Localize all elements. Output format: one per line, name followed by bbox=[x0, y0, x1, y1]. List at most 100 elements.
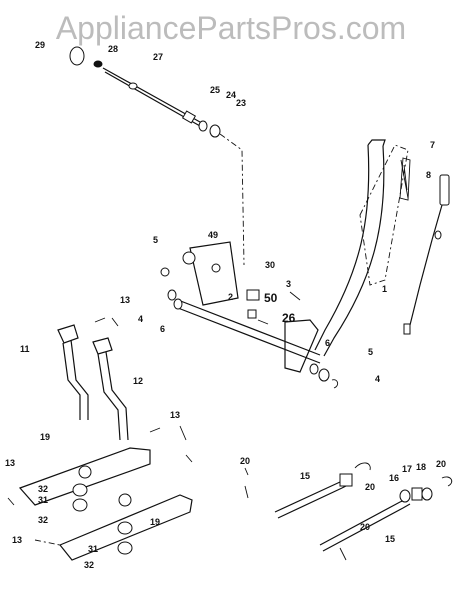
label-31-b: 31 bbox=[88, 544, 98, 554]
part-18-washer bbox=[421, 487, 433, 501]
label-7: 7 bbox=[430, 140, 435, 150]
label-6-left: 6 bbox=[160, 324, 165, 334]
part-6-bushing-right bbox=[309, 363, 319, 375]
label-32-b: 32 bbox=[38, 515, 48, 525]
label-13-bottom: 13 bbox=[12, 535, 22, 545]
label-18: 18 bbox=[416, 462, 426, 472]
part-16-nut bbox=[399, 489, 411, 503]
label-30: 30 bbox=[265, 260, 275, 270]
cross-shaft-assembly bbox=[160, 241, 339, 389]
part-12-arm-right bbox=[105, 351, 129, 441]
part-17-block bbox=[411, 487, 423, 501]
label-13-top: 13 bbox=[120, 295, 130, 305]
lift-links bbox=[57, 317, 129, 441]
part-15-rod-upper-edge bbox=[277, 483, 351, 519]
callout-labels: 29 28 27 25 24 23 7 8 49 5 30 3 2 26 50 … bbox=[5, 40, 446, 570]
part-11-arm-right bbox=[70, 339, 89, 420]
plate-hole bbox=[211, 263, 221, 273]
part-20-clip-a bbox=[244, 467, 249, 499]
rod-upper-block bbox=[339, 473, 353, 487]
part-32-washer-b bbox=[117, 541, 133, 555]
arm-boss-1 bbox=[78, 465, 92, 479]
label-49: 49 bbox=[208, 230, 218, 240]
part-27-collar bbox=[128, 82, 138, 90]
label-19-lower: 19 bbox=[150, 517, 160, 527]
part-3-pin bbox=[289, 291, 301, 301]
label-5-right: 5 bbox=[368, 347, 373, 357]
part-50-nut bbox=[247, 309, 257, 319]
label-12: 12 bbox=[133, 376, 143, 386]
part-30-block bbox=[246, 289, 260, 301]
part-1-collar bbox=[434, 230, 442, 240]
label-25: 25 bbox=[210, 85, 220, 95]
part-6-bushing-left bbox=[167, 289, 177, 301]
part-23-nut bbox=[209, 124, 221, 138]
part-20-clip-c bbox=[441, 476, 453, 487]
label-13-right: 13 bbox=[170, 410, 180, 420]
part-31-spacer-a bbox=[72, 483, 88, 497]
part-49-bolt bbox=[182, 251, 196, 265]
part-4-clip-right bbox=[331, 379, 339, 389]
label-28: 28 bbox=[108, 44, 118, 54]
part-28-washer bbox=[93, 60, 103, 68]
part-1-rod bbox=[409, 204, 443, 326]
label-31-a: 31 bbox=[38, 495, 48, 505]
label-4-left: 4 bbox=[138, 314, 143, 324]
lever-top bbox=[367, 139, 386, 147]
shaft-end-left bbox=[173, 298, 183, 310]
label-11: 11 bbox=[20, 344, 30, 354]
pivot-plate bbox=[189, 241, 239, 306]
label-16: 16 bbox=[389, 473, 399, 483]
part-13-clips-top bbox=[94, 317, 119, 327]
part-6-washer-right bbox=[318, 368, 330, 382]
part-24-washer bbox=[198, 120, 208, 132]
label-1: 1 bbox=[382, 284, 387, 294]
centerline-dash bbox=[219, 133, 245, 266]
part-31-spacer-b bbox=[117, 521, 133, 535]
label-20-b: 20 bbox=[365, 482, 375, 492]
part-15-rod-upper bbox=[274, 477, 351, 513]
lift-arms bbox=[7, 425, 193, 561]
label-20-c: 20 bbox=[436, 459, 446, 469]
lever-handle-left bbox=[314, 144, 370, 351]
part-11-arm-left bbox=[62, 342, 81, 420]
part-15-rod-lower-edge bbox=[322, 503, 411, 552]
part-13-clips-arms bbox=[7, 425, 193, 506]
label-32-a: 32 bbox=[38, 484, 48, 494]
label-13-left: 13 bbox=[5, 458, 15, 468]
label-5-left: 5 bbox=[153, 235, 158, 245]
part-19-arm-lower bbox=[59, 494, 193, 561]
label-20-a: 20 bbox=[240, 456, 250, 466]
part-12-arm-left bbox=[97, 353, 121, 441]
label-8: 8 bbox=[426, 170, 431, 180]
part-11-top bbox=[57, 324, 79, 344]
label-32-c: 32 bbox=[84, 560, 94, 570]
adjuster-rods bbox=[244, 462, 453, 561]
lever-handle-right bbox=[323, 145, 385, 357]
part-20-clip-d bbox=[339, 547, 347, 561]
label-50: 50 bbox=[264, 291, 278, 305]
part-2-shaft-top bbox=[177, 299, 321, 356]
label-17: 17 bbox=[402, 464, 412, 474]
part-26-key bbox=[257, 319, 269, 325]
label-19-upper: 19 bbox=[40, 432, 50, 442]
part-7-grip bbox=[399, 157, 411, 201]
part-20-clip-b bbox=[354, 462, 371, 471]
arm-boss-2 bbox=[118, 493, 132, 507]
lift-lever-assembly bbox=[284, 139, 450, 373]
part-27-rod bbox=[102, 67, 201, 123]
label-27: 27 bbox=[153, 52, 163, 62]
part-1-end bbox=[403, 323, 411, 335]
watermark-logo-text: AppliancePartsPros.com bbox=[55, 10, 407, 46]
part-12-top bbox=[92, 337, 113, 355]
part-25-bushing bbox=[181, 110, 197, 124]
label-3: 3 bbox=[286, 279, 291, 289]
label-23: 23 bbox=[236, 98, 246, 108]
part-29-knob bbox=[69, 46, 85, 66]
part-19-arm-upper bbox=[18, 447, 151, 506]
label-2: 2 bbox=[228, 292, 233, 302]
label-6-right: 6 bbox=[325, 338, 330, 348]
lift-shaft-assembly bbox=[69, 46, 245, 266]
label-15-lower: 15 bbox=[385, 534, 395, 544]
